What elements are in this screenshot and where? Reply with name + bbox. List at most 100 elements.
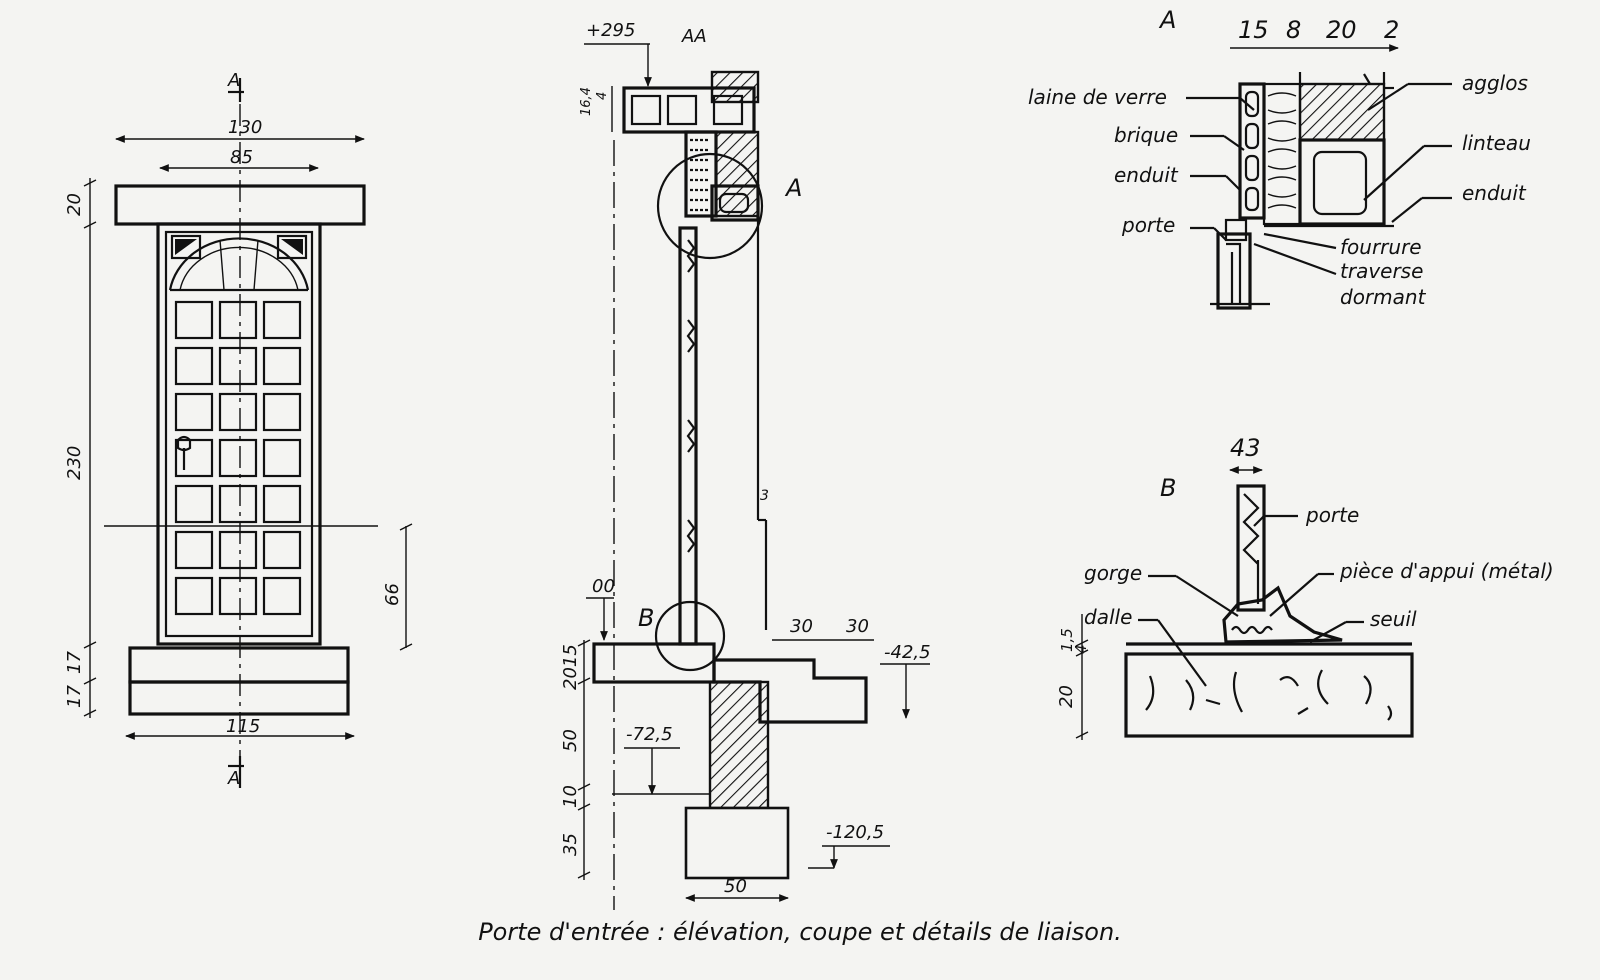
svg-text:enduit: enduit — [1462, 181, 1527, 205]
door-glazing-grid — [174, 300, 302, 616]
svg-text:enduit: enduit — [1114, 163, 1179, 187]
glass-pane — [262, 530, 302, 570]
svg-text:2015: 2015 — [560, 644, 581, 690]
detail-a-labels-right: agglos linteau enduit — [1363, 71, 1531, 223]
svg-text:B: B — [1160, 474, 1176, 502]
svg-text:brique: brique — [1114, 123, 1178, 147]
dim-overall-width: 130 — [115, 117, 365, 143]
glass-wool-layer — [1262, 82, 1302, 226]
svg-text:pièce d'appui (métal): pièce d'appui (métal) — [1339, 559, 1554, 583]
foundation-wall — [708, 680, 770, 810]
metal-sill-piece — [1222, 585, 1343, 644]
svg-text:8: 8 — [1286, 16, 1301, 44]
svg-text:30: 30 — [790, 616, 813, 637]
brick-layer — [1238, 82, 1266, 220]
step-upper — [128, 646, 350, 684]
svg-text:A: A — [1158, 6, 1176, 34]
glass-pane — [218, 484, 258, 524]
door-bottom-section — [1236, 484, 1266, 612]
glass-pane — [174, 300, 214, 340]
svg-text:130: 130 — [228, 117, 262, 138]
svg-text:1,5: 1,5 — [1058, 628, 1076, 652]
section-mark-top: A — [227, 70, 244, 102]
glass-pane — [262, 392, 302, 432]
svg-text:230: 230 — [64, 446, 85, 480]
svg-text:17: 17 — [64, 651, 85, 674]
glass-pane — [262, 576, 302, 616]
svg-text:16,4: 16,4 — [579, 87, 594, 116]
svg-text:agglos: agglos — [1462, 71, 1528, 95]
detail-a-dims: 15 8 20 2 — [1230, 16, 1399, 52]
glass-pane — [262, 346, 302, 386]
section-aa: +295 AA 16,4 4 A 3 00 — [560, 20, 931, 910]
svg-text:traverse: traverse — [1340, 259, 1423, 283]
glass-pane — [262, 484, 302, 524]
svg-text:35: 35 — [560, 833, 581, 856]
svg-text:A: A — [227, 768, 240, 789]
section-title: AA — [681, 26, 707, 47]
svg-text:porte: porte — [1121, 213, 1175, 237]
svg-text:85: 85 — [230, 147, 253, 168]
glass-pane — [174, 530, 214, 570]
door-frame — [156, 222, 322, 646]
glass-pane — [174, 576, 214, 616]
glass-pane — [174, 392, 214, 432]
svg-text:30: 30 — [846, 616, 869, 637]
footing — [684, 806, 790, 880]
svg-text:50: 50 — [724, 876, 747, 897]
svg-text:B: B — [638, 604, 654, 632]
dim-door-width: 85 — [159, 147, 319, 172]
dim-base-width: 115 — [125, 716, 355, 740]
glass-pane — [218, 438, 258, 478]
detail-b: B 43 1,5 4 20 porte pièce d'appui (métal… — [1056, 434, 1554, 740]
svg-text:A: A — [227, 70, 240, 91]
glass-pane — [174, 346, 214, 386]
glass-pane — [218, 530, 258, 570]
technical-drawing: A 130 85 — [64, 6, 1554, 910]
glass-pane — [218, 346, 258, 386]
glass-pane — [262, 438, 302, 478]
svg-text:porte: porte — [1305, 503, 1359, 527]
glass-pane — [262, 300, 302, 340]
svg-text:115: 115 — [226, 716, 260, 737]
detail-a-circle — [656, 152, 764, 260]
svg-text:4: 4 — [1072, 644, 1090, 654]
lintel-masonry-top — [710, 70, 760, 104]
level-top: +295 — [586, 20, 635, 41]
svg-text:10: 10 — [560, 785, 581, 808]
svg-text:A: A — [784, 174, 802, 202]
detail-b-dims-left: 1,5 4 20 — [1056, 614, 1090, 740]
svg-text:00: 00 — [592, 576, 615, 597]
svg-text:-120,5: -120,5 — [826, 822, 884, 843]
agglos-block — [1298, 82, 1386, 142]
svg-text:dormant: dormant — [1340, 285, 1427, 309]
svg-text:dalle: dalle — [1084, 605, 1132, 629]
svg-text:4: 4 — [595, 92, 610, 100]
svg-text:-42,5: -42,5 — [884, 642, 931, 663]
door-leaf — [164, 230, 314, 638]
svg-text:linteau: linteau — [1462, 131, 1531, 155]
section-height-dims: 2015 50 10 35 — [560, 639, 591, 880]
svg-text:fourrure: fourrure — [1340, 235, 1422, 259]
door-elevation: A 130 85 — [64, 70, 413, 789]
glass-pane — [174, 484, 214, 524]
svg-text:gorge: gorge — [1084, 561, 1142, 585]
svg-text:17: 17 — [64, 685, 85, 708]
detail-a: A 15 8 20 2 laine de verre b — [1028, 6, 1531, 310]
svg-text:43: 43 — [1230, 434, 1261, 462]
glass-pane — [174, 438, 214, 478]
detail-a-labels-bottom: fourrure traverse dormant — [1253, 232, 1427, 309]
floor-slab — [592, 642, 716, 684]
svg-text:20: 20 — [1056, 685, 1077, 708]
svg-text:66: 66 — [382, 583, 403, 606]
glass-pane — [218, 300, 258, 340]
figure-caption: Porte d'entrée : élévation, coupe et dét… — [478, 918, 1122, 946]
detail-b-circle — [654, 600, 726, 672]
glass-pane — [218, 576, 258, 616]
svg-text:3: 3 — [760, 488, 769, 504]
elevation-height-dims: 20 230 17 17 — [64, 178, 97, 718]
svg-text:20: 20 — [1326, 16, 1357, 44]
svg-text:seuil: seuil — [1370, 607, 1417, 631]
detail-b-labels: porte pièce d'appui (métal) gorge dalle … — [1084, 503, 1554, 687]
step-lower — [128, 680, 350, 716]
